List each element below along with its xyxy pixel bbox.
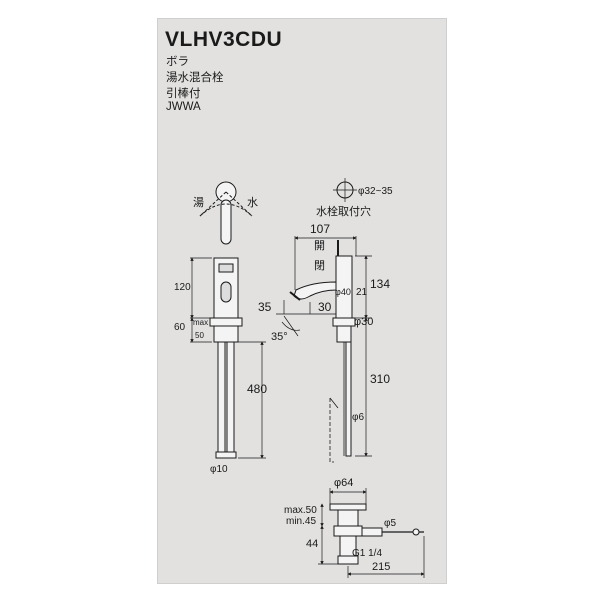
flange [329,503,367,511]
dim-30: 30 [318,300,332,314]
dim-134: 134 [370,277,390,291]
dim-480: 480 [247,382,267,396]
close-label: 閉 [314,259,325,272]
dim-phi64: φ64 [334,477,353,489]
supply-hose-right [226,341,235,455]
bottom-detail [318,488,425,578]
dim-310: 310 [370,372,390,386]
angle-35: 35° [271,331,288,343]
spec-line-1: ボラ [166,56,189,68]
dim-44: 44 [306,538,318,550]
supply-hose-left [217,341,226,455]
dim-phi40: φ40 [335,287,351,297]
dim-60: 60 [174,322,186,333]
thread-size: G1 1/4 [352,548,382,559]
base-nut [209,317,243,327]
dim-120: 120 [174,282,191,293]
diagram-panel [157,18,447,584]
open-label: 開 [314,239,325,252]
dim-phi30: φ30 [354,316,373,328]
dim-max: max [193,318,208,327]
hot-label: 湯 [193,196,204,209]
cold-label: 水 [247,196,258,209]
lock-nut [333,525,363,537]
dim-phi6: φ6 [352,412,364,423]
spec-line-2: 湯水混合栓 [166,72,224,84]
dim-phi5: φ5 [384,518,396,529]
dim-21: 21 [356,287,368,298]
spec-line-3: 引棒付 [166,88,201,100]
dim-50: 50 [195,331,204,340]
dim-215: 215 [372,561,390,573]
dim-107: 107 [310,222,330,236]
swing-arc [199,203,253,217]
dim-phi10: φ10 [210,464,228,475]
rod-clamp [361,527,383,537]
model-title: VLHV3CDU [165,28,283,51]
spout [293,281,337,300]
side-view [276,178,372,463]
pull-rod [345,341,352,457]
handle-lever [220,199,232,245]
hole-diameter: φ32~35 [358,186,393,197]
dim-min45: min.45 [286,516,316,527]
hole-label: 水栓取付穴 [316,204,371,218]
dim-max50: max.50 [284,505,317,516]
front-view [190,181,266,459]
spec-line-4: JWWA [166,101,201,113]
dim-35: 35 [258,300,272,314]
